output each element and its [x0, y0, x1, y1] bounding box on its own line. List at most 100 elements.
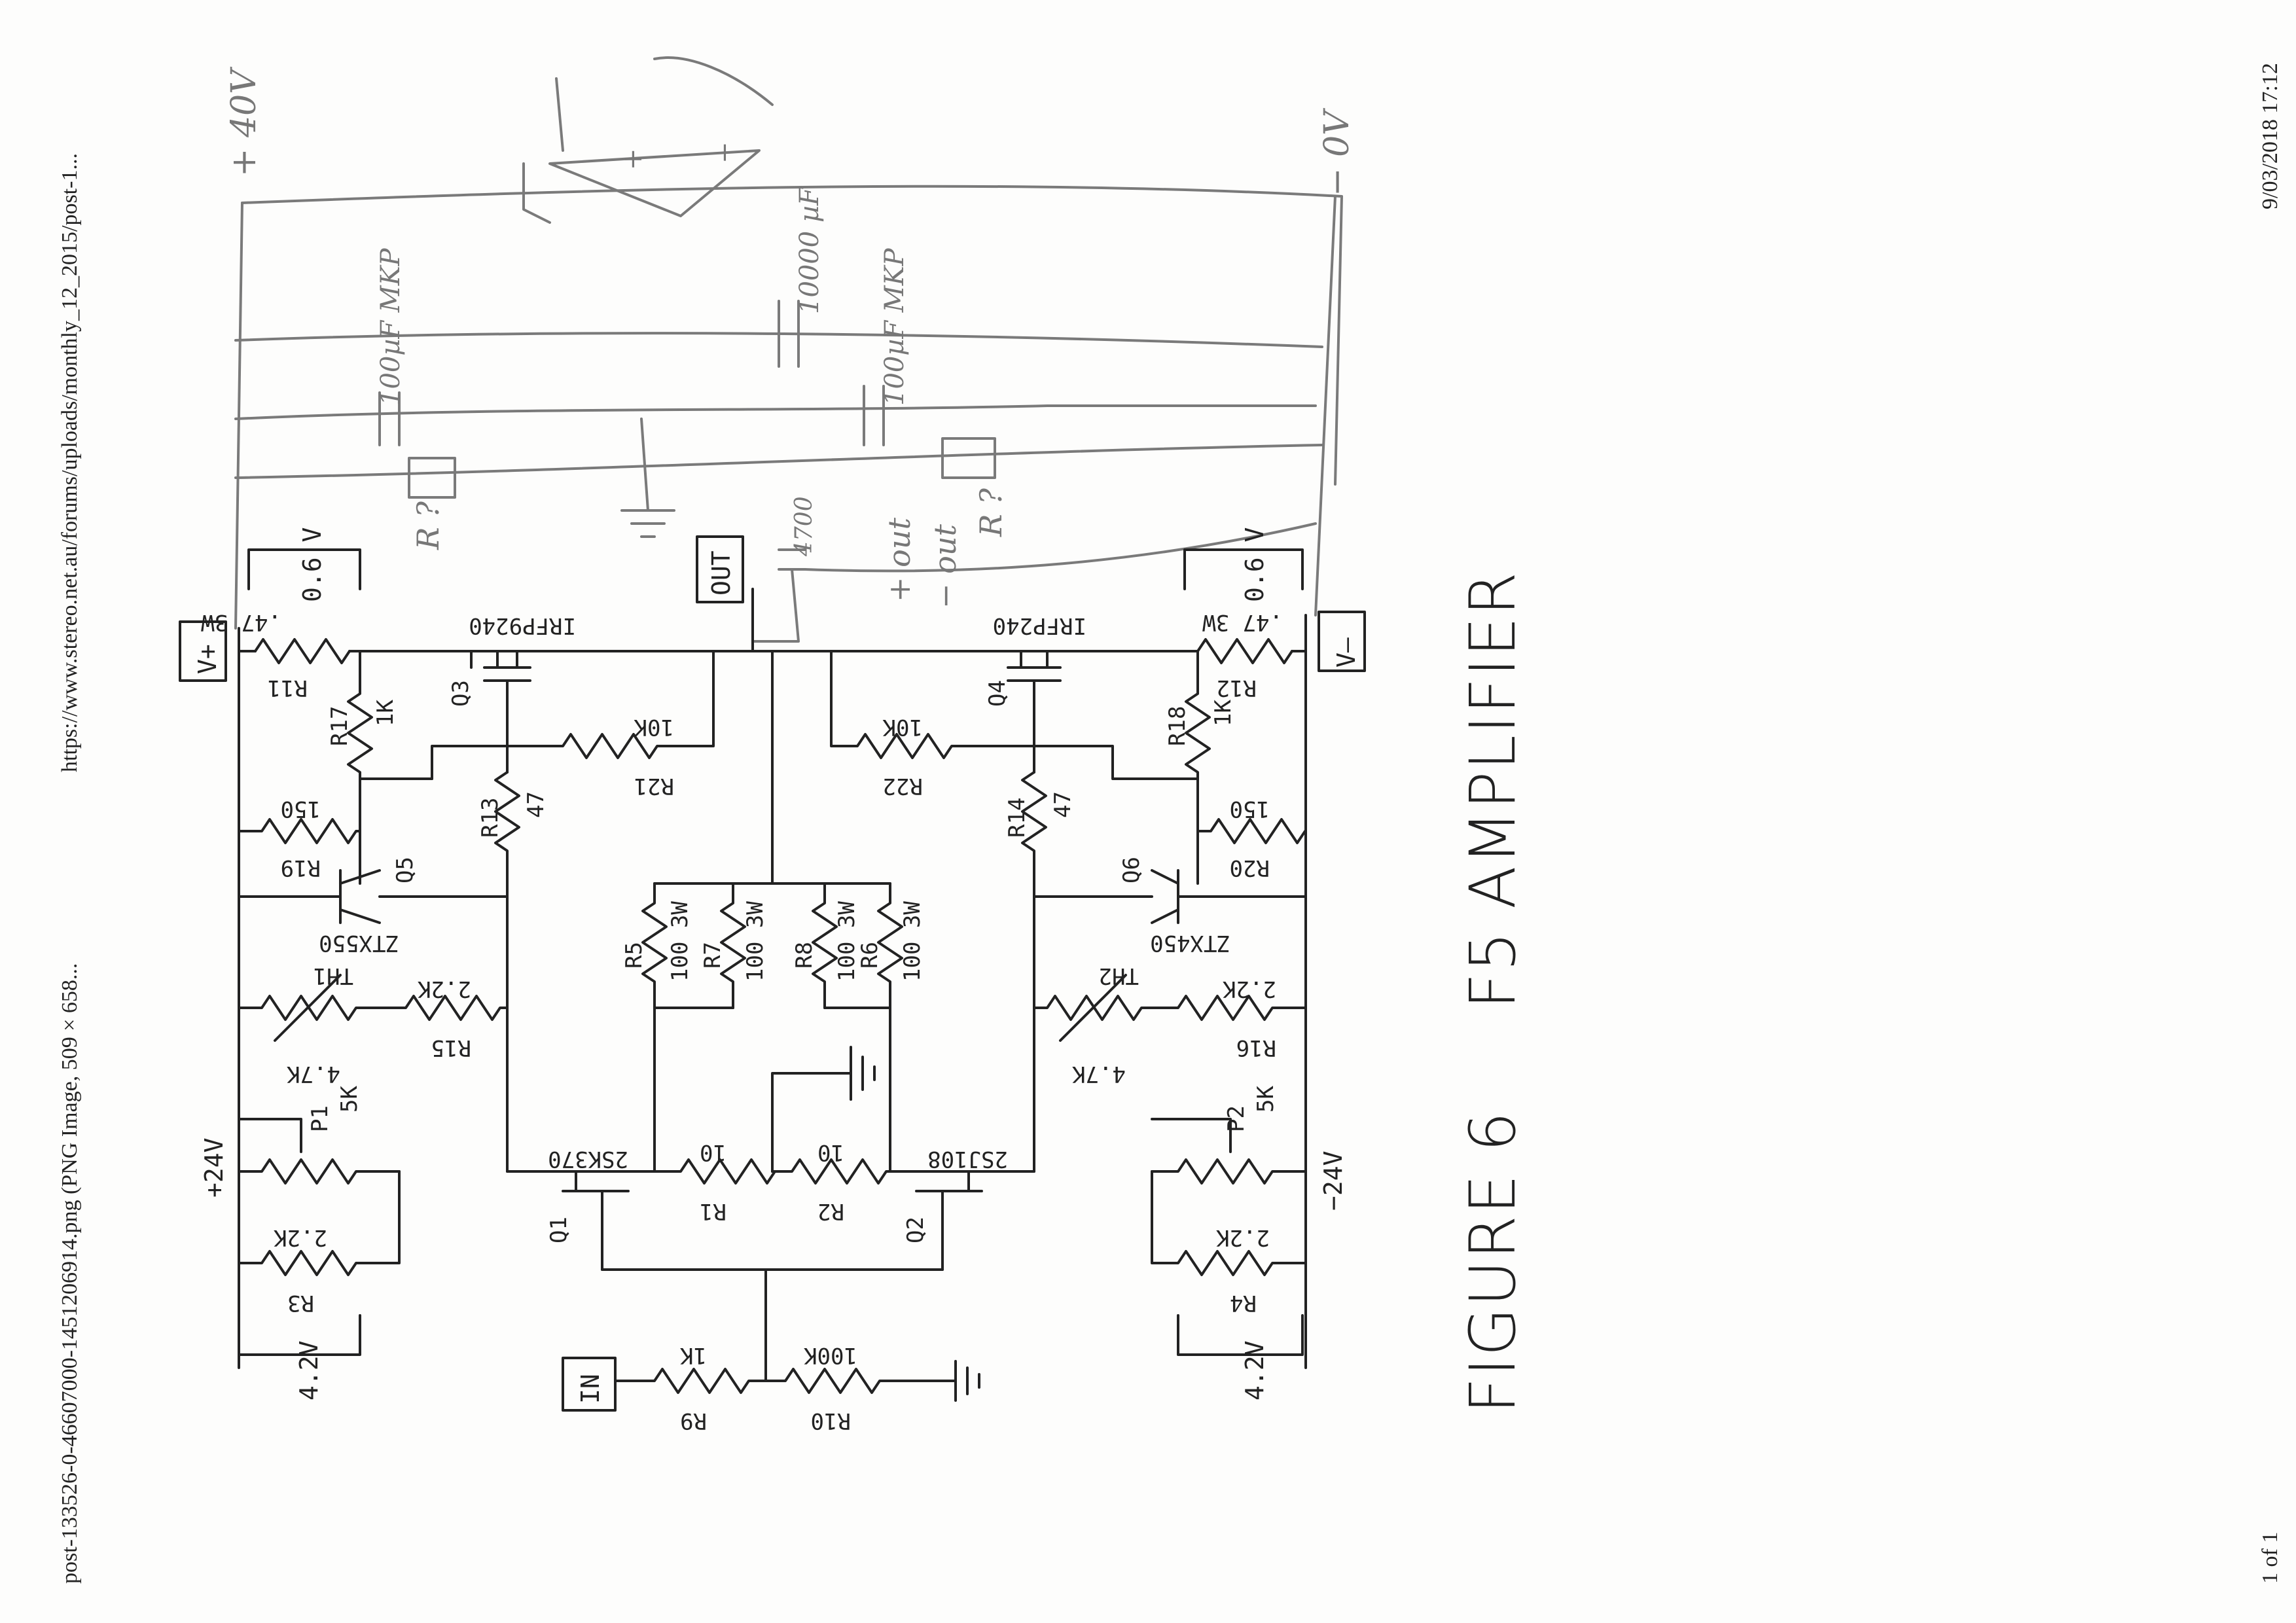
r12-zigzag: [1196, 638, 1293, 664]
r2-zigzag: [771, 1158, 891, 1185]
r12-name: R12: [1217, 675, 1257, 701]
printed-schematic: [179, 535, 1366, 1412]
out-minus-label: − out: [927, 524, 963, 609]
r11-value: .47 3W: [201, 609, 281, 635]
q6-name: Q6: [1119, 857, 1145, 883]
minus24-label: −24V: [1319, 1150, 1348, 1211]
plus40-label: + 40V: [224, 67, 264, 177]
r22-name: R22: [883, 773, 923, 799]
out-box: [696, 535, 744, 603]
r1-zigzag: [653, 1158, 776, 1185]
r21-value: 10K: [634, 714, 674, 740]
opamp-plus-label: +: [618, 148, 648, 170]
r-right-label: R ?: [973, 488, 1009, 537]
meas-top-right: 0.6 V: [1240, 527, 1269, 602]
out-plus-label: + out: [882, 518, 917, 602]
r4-name: R4: [1230, 1290, 1257, 1316]
r20-value: 150: [1230, 796, 1270, 822]
meas-bottom-right: 4.2V: [1240, 1340, 1269, 1400]
p2-name: P2: [1223, 1105, 1249, 1132]
r18-zigzag: [1185, 650, 1211, 787]
p1-name: P1: [307, 1105, 333, 1132]
cap1-label: 100µF MKP: [376, 247, 406, 406]
r15-value: 2.2K: [418, 976, 471, 1002]
vminus-box: [1318, 611, 1366, 672]
r5-name: R5: [621, 942, 647, 969]
r5-zigzag: [641, 882, 668, 1009]
th2-name: TH2: [1099, 963, 1139, 989]
r5-value: 100 3W: [667, 901, 693, 982]
r19-value: 150: [281, 796, 321, 822]
r9-value: 1K: [680, 1342, 707, 1368]
r10-zigzag: [764, 1368, 957, 1394]
q5-name: Q5: [392, 857, 418, 883]
r17-value: 1K: [372, 700, 399, 726]
opamp-minus-label: −: [709, 141, 740, 164]
q5-part: ZTX550: [319, 930, 399, 956]
q2-name: Q2: [903, 1217, 929, 1243]
r6-value: 100 3W: [899, 901, 925, 982]
r4-zigzag: [1151, 1170, 1307, 1276]
r6-zigzag: [877, 882, 903, 1009]
vplus-box: [179, 620, 227, 682]
p1-zigzag: [238, 1158, 401, 1185]
r14-value: 47: [1050, 791, 1076, 818]
p1-value: 5K: [336, 1086, 363, 1113]
r12-value: .47 3W: [1202, 609, 1283, 635]
th1-value: 4.7K: [287, 1061, 340, 1087]
r20-name: R20: [1230, 855, 1270, 881]
plus40-rail: [241, 185, 1343, 486]
r8-name: R8: [791, 942, 817, 969]
r19-name: R19: [281, 855, 321, 881]
q3-name: Q3: [448, 680, 474, 707]
q1-name: Q1: [546, 1217, 572, 1243]
r6-name: R6: [857, 942, 883, 969]
r16-name: R16: [1236, 1035, 1276, 1061]
vminus-label: V–: [1332, 637, 1361, 668]
r3-zigzag: [238, 1170, 401, 1276]
r18-name: R18: [1164, 706, 1191, 746]
q1-part: 2SK370: [548, 1146, 628, 1172]
cap3-label: 100µF MKP: [880, 247, 910, 406]
r20-zigzag: [1196, 818, 1307, 844]
r16-zigzag: [1151, 995, 1307, 1021]
cap2-label: 10000 µF: [795, 187, 825, 314]
q2-part: 2SJ108: [927, 1146, 1008, 1172]
r15-name: R15: [431, 1035, 471, 1061]
plus24-label: +24V: [200, 1137, 228, 1198]
r7-value: 100 3W: [742, 901, 768, 982]
r2-value: 10: [817, 1139, 844, 1166]
q4-name: Q4: [984, 680, 1011, 707]
r17-name: R17: [327, 706, 353, 746]
r10-name: R10: [811, 1408, 851, 1434]
r7-name: R7: [700, 942, 726, 969]
r8-zigzag: [812, 882, 838, 1009]
p2-value: 5K: [1253, 1086, 1279, 1113]
q6-part: ZTX450: [1150, 930, 1230, 956]
r17-zigzag: [347, 650, 373, 787]
r13-zigzag: [494, 771, 520, 898]
r4-value: 2.2K: [1216, 1224, 1270, 1251]
r3-value: 2.2K: [274, 1224, 327, 1251]
meas-bottom-left: 4.2V: [295, 1340, 323, 1400]
r9-zigzag: [614, 1368, 767, 1394]
r1-value: 10: [700, 1139, 726, 1166]
in-label: IN: [576, 1374, 605, 1404]
meas-top-left: 0.6 V: [298, 527, 327, 602]
r22-value: 10K: [882, 714, 923, 740]
r11-name: R11: [268, 675, 308, 701]
r15-zigzag: [391, 995, 509, 1021]
r16-value: 2.2K: [1223, 976, 1276, 1002]
r-left-label: R ?: [410, 501, 446, 550]
r14-zigzag: [1021, 771, 1047, 898]
th2-value: 4.7K: [1072, 1061, 1126, 1087]
printed-labels: V+ V– OUT IN +24V −24V 0.6 V 0.6 V 4.2V …: [193, 527, 1361, 1434]
r13-name: R13: [477, 798, 503, 838]
r3-name: R3: [287, 1290, 314, 1316]
out-label: OUT: [707, 550, 736, 596]
r8-value: 100 3W: [834, 901, 860, 982]
r14-name: R14: [1004, 798, 1030, 838]
r9-name: R9: [680, 1408, 707, 1434]
